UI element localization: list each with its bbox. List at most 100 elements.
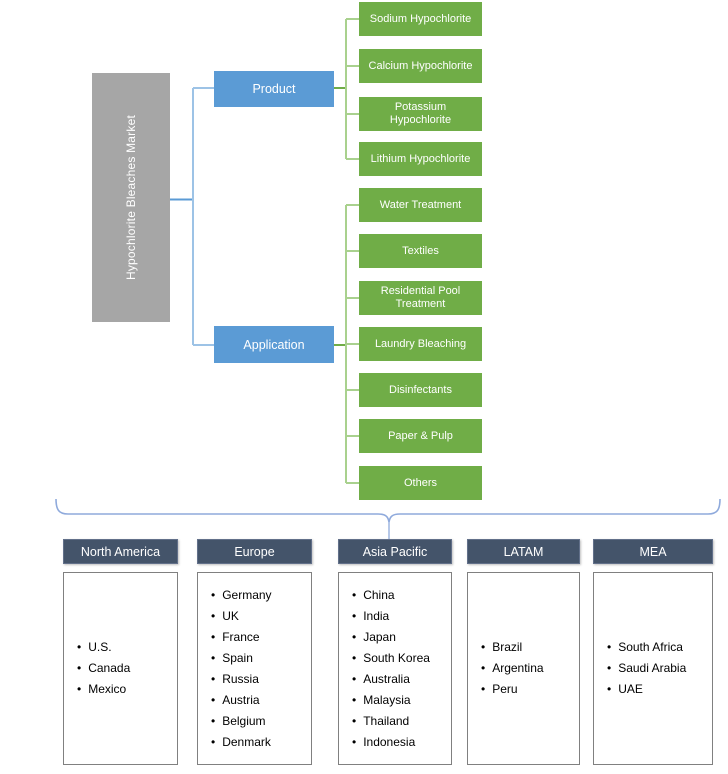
leaf-label: Residential Pool Treatment bbox=[380, 285, 461, 310]
leaf-label: Laundry Bleaching bbox=[374, 337, 467, 350]
product-leaf: Lithium Hypochlorite bbox=[359, 142, 482, 176]
region-label: Europe bbox=[234, 544, 275, 559]
country-item: • Canada bbox=[77, 658, 177, 679]
country-item: • Argentina bbox=[481, 658, 579, 679]
region-header: LATAM bbox=[467, 539, 580, 564]
region-country-list: •China •India •Japan •South Korea •Austr… bbox=[338, 572, 452, 765]
leaf-label: Textiles bbox=[402, 244, 439, 257]
country-label: Mexico bbox=[88, 682, 127, 696]
country-label: Brazil bbox=[492, 640, 523, 654]
country-item: • UAE bbox=[607, 679, 712, 700]
bullet-icon: • bbox=[607, 661, 612, 675]
country-item: • Thailand bbox=[352, 711, 451, 732]
bullet-icon: • bbox=[211, 692, 216, 707]
country-label: UAE bbox=[618, 682, 643, 696]
product-leaf-connectors bbox=[334, 18, 359, 160]
bullet-icon: • bbox=[481, 682, 486, 696]
region-country-list: •U.S. • Canada •Mexico bbox=[63, 572, 178, 765]
country-label: Peru bbox=[492, 682, 518, 696]
country-label: Argentina bbox=[492, 661, 544, 675]
application-leaf: Paper & Pulp bbox=[359, 419, 482, 453]
country-label: Japan bbox=[363, 629, 396, 644]
country-item: • Germany bbox=[211, 585, 311, 606]
country-item: •Spain bbox=[211, 648, 311, 669]
bullet-icon: • bbox=[607, 640, 612, 654]
country-label: Germany bbox=[222, 587, 272, 602]
country-item: • UK bbox=[211, 606, 311, 627]
bullet-icon: • bbox=[77, 661, 82, 675]
country-label: Belgium bbox=[222, 713, 266, 728]
country-item: • Australia bbox=[352, 669, 451, 690]
application-leaf: Textiles bbox=[359, 234, 482, 268]
bullet-icon: • bbox=[352, 608, 357, 623]
country-label: Russia bbox=[222, 671, 259, 686]
branch-label: Product bbox=[252, 82, 296, 96]
country-item: • India bbox=[352, 606, 451, 627]
region-column-mea: MEA • South Africa • Saudi Arabia • UAE bbox=[593, 539, 713, 765]
country-item: •Malaysia bbox=[352, 690, 451, 711]
country-label: South Africa bbox=[618, 640, 683, 654]
product-leaf: Potassium Hypochlorite bbox=[359, 97, 482, 131]
country-item: •Belgium bbox=[211, 711, 311, 732]
branch-node-application: Application bbox=[214, 326, 334, 363]
region-country-list: •Germany •UK •France •Spain •Russia •Aus… bbox=[197, 572, 312, 765]
bullet-icon: • bbox=[352, 692, 357, 707]
country-item: •Japan bbox=[352, 627, 451, 648]
bullet-icon: • bbox=[211, 608, 216, 623]
application-leaf-connectors bbox=[334, 204, 359, 484]
bullet-icon: • bbox=[352, 713, 357, 728]
country-item: •Russia bbox=[211, 669, 311, 690]
country-item: • South Africa bbox=[607, 637, 712, 658]
region-header: MEA bbox=[593, 539, 713, 564]
leaf-label: Calcium Hypochlorite bbox=[368, 59, 473, 72]
region-column-europe: Europe •Germany •UK •France •Spain •Russ… bbox=[197, 539, 312, 765]
country-label: South Korea bbox=[363, 650, 430, 665]
country-label: China bbox=[363, 587, 395, 602]
region-header: North America bbox=[63, 539, 178, 564]
bullet-icon: • bbox=[481, 661, 486, 675]
region-country-list: • Brazil • Argentina • Peru bbox=[467, 572, 580, 765]
root-node: Hypochlorite Bleaches Market bbox=[92, 73, 170, 322]
application-leaf: Residential Pool Treatment bbox=[359, 281, 482, 315]
bullet-icon: • bbox=[211, 587, 216, 602]
country-label: India bbox=[363, 608, 390, 623]
region-label: LATAM bbox=[503, 544, 544, 559]
bullet-icon: • bbox=[352, 650, 357, 665]
country-label: Australia bbox=[363, 671, 410, 686]
leaf-label: Lithium Hypochlorite bbox=[370, 152, 471, 165]
regions-brace bbox=[55, 498, 721, 539]
country-item: •China bbox=[352, 585, 451, 606]
root-node-label: Hypochlorite Bleaches Market bbox=[124, 114, 138, 280]
country-label: UK bbox=[222, 608, 239, 623]
country-label: France bbox=[222, 629, 260, 644]
country-item: •France bbox=[211, 627, 311, 648]
bullet-icon: • bbox=[352, 671, 357, 686]
region-country-list: • South Africa • Saudi Arabia • UAE bbox=[593, 572, 713, 765]
leaf-label: Others bbox=[403, 476, 437, 489]
bullet-icon: • bbox=[481, 640, 486, 654]
country-item: •Austria bbox=[211, 690, 311, 711]
region-column-latam: LATAM • Brazil • Argentina • Peru bbox=[467, 539, 580, 765]
product-leaf: Sodium Hypochlorite bbox=[359, 2, 482, 36]
country-label: Saudi Arabia bbox=[618, 661, 687, 675]
country-item: •Mexico bbox=[77, 679, 177, 700]
bullet-icon: • bbox=[607, 682, 612, 696]
branch-label: Application bbox=[243, 337, 305, 352]
country-item: • Saudi Arabia bbox=[607, 658, 712, 679]
country-item: • Brazil bbox=[481, 637, 579, 658]
country-label: Denmark bbox=[222, 734, 271, 749]
region-label: Asia Pacific bbox=[362, 544, 428, 559]
region-column-asia-pacific: Asia Pacific •China •India •Japan •South… bbox=[338, 539, 452, 765]
country-label: Indonesia bbox=[363, 734, 416, 749]
leaf-label: Potassium Hypochlorite bbox=[389, 101, 452, 126]
country-label: Canada bbox=[88, 661, 131, 675]
region-column-north-america: North America •U.S. • Canada •Mexico bbox=[63, 539, 178, 765]
application-leaf: Water Treatment bbox=[359, 188, 482, 222]
country-label: Thailand bbox=[363, 713, 410, 728]
country-item: •Indonesia bbox=[352, 732, 451, 753]
region-header: Europe bbox=[197, 539, 312, 564]
region-label: North America bbox=[80, 544, 161, 559]
country-item: •U.S. bbox=[77, 637, 177, 658]
bullet-icon: • bbox=[211, 650, 216, 665]
